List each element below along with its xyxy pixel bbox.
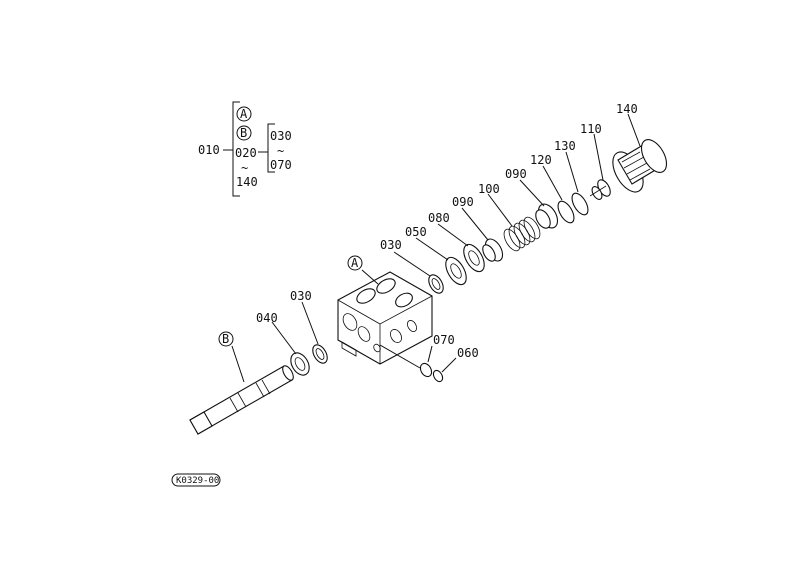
part-100-spring (503, 216, 541, 252)
callout-080: 080 (428, 211, 450, 225)
valve-body (337, 271, 433, 365)
part-070-o-ring (419, 362, 433, 378)
part-060-plug (432, 369, 444, 383)
part-140-plug (612, 139, 668, 193)
legend-root-label: 010 (198, 143, 220, 157)
assembly-legend: 010 A B 020 ~ 140 030 ~ 070 (198, 101, 292, 197)
legend-mid-label: 020 (235, 146, 257, 160)
part-030-o-ring-upper (428, 274, 444, 294)
callout-b: B (222, 332, 229, 346)
callout-140: 140 (616, 102, 638, 116)
legend-sub-to: 070 (270, 158, 292, 172)
callout-100: 100 (478, 182, 500, 196)
part-110-poppet (589, 179, 611, 200)
callout-circle-b (218, 331, 234, 347)
part-120-backup-ring (557, 200, 575, 224)
callout-090-lower: 090 (452, 195, 474, 209)
legend-sub-from: 030 (270, 129, 292, 143)
legend-letter-b: B (240, 126, 247, 140)
callout-130: 130 (554, 139, 576, 153)
figure-id: K0329-00 (176, 476, 219, 486)
part-040-seal (290, 352, 310, 376)
legend-letter-a: A (240, 107, 248, 121)
legend-circle-b (236, 125, 252, 141)
callout-070: 070 (433, 333, 455, 347)
legend-sub-range: ~ (277, 144, 284, 158)
callout-040: 040 (256, 311, 278, 325)
part-130-o-ring (571, 192, 589, 216)
legend-circle-a (236, 106, 252, 122)
callout-a: A (351, 256, 359, 270)
callout-circle-a (347, 255, 363, 271)
part-090-spring-seat-lower (482, 238, 504, 262)
callout-030-upper: 030 (380, 238, 402, 252)
callout-110: 110 (580, 122, 602, 136)
callout-050: 050 (405, 225, 427, 239)
callout-030-lower: 030 (290, 289, 312, 303)
figure-id-badge (171, 473, 221, 487)
legend-range-symbol: ~ (241, 161, 248, 175)
part-030-o-ring-lower (312, 344, 328, 364)
callout-120: 120 (530, 153, 552, 167)
legend-last-label: 140 (236, 175, 258, 189)
callout-060: 060 (457, 346, 479, 360)
part-090-spring-seat-upper (535, 203, 559, 229)
part-050-washer (445, 256, 467, 286)
callout-090-upper: 090 (505, 167, 527, 181)
spool (189, 365, 294, 435)
